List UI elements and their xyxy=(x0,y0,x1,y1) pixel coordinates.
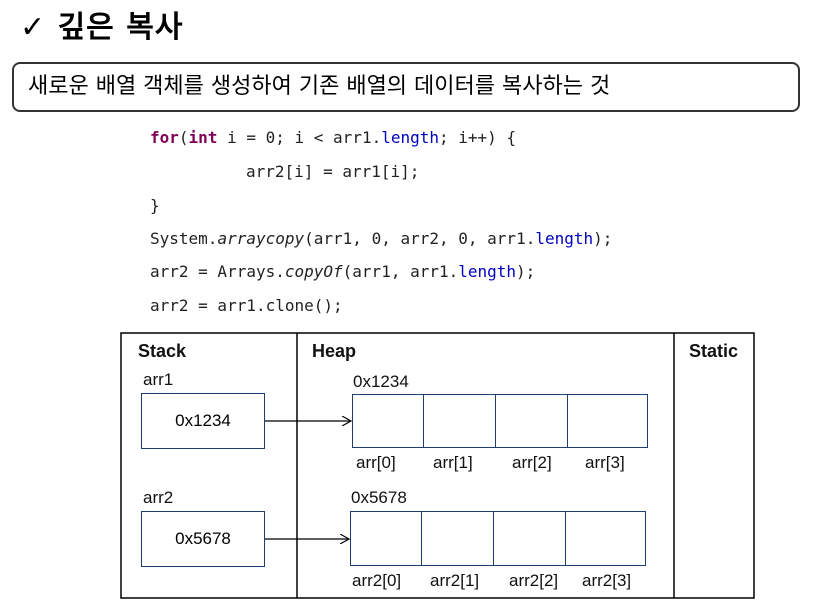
arr2-reference-box: 0x5678 xyxy=(141,511,265,567)
code-line-4: System.arraycopy(arr1, 0, arr2, 0, arr1.… xyxy=(150,229,612,248)
code-line-5: arr2 = Arrays.copyOf(arr1, arr1.length); xyxy=(150,262,535,281)
method-arraycopy: arraycopy xyxy=(217,229,305,248)
arr2-variable-name: arr2 xyxy=(143,488,174,507)
array-cell xyxy=(423,394,497,448)
code-text: ( xyxy=(178,128,189,147)
array-cell xyxy=(493,511,567,566)
array-cell xyxy=(421,511,495,566)
method-copyof: copyOf xyxy=(284,262,343,281)
arr1-reference-box: 0x1234 xyxy=(141,393,265,449)
array-cell xyxy=(565,511,646,566)
code-text: i = 0; i < arr1. xyxy=(217,128,382,147)
code-text: ; i++) { xyxy=(439,128,517,147)
code-line-1: for(int i = 0; i < arr1.length; i++) { xyxy=(150,128,516,147)
arr2-heap-address: 0x5678 xyxy=(351,488,407,507)
array-cell xyxy=(350,511,423,566)
arr1-heap-address: 0x1234 xyxy=(353,372,409,391)
page-title: ✓ 깊은 복사 xyxy=(20,10,184,45)
code-text: System. xyxy=(150,229,218,248)
code-text: (arr1, arr1. xyxy=(342,262,459,281)
array-cell xyxy=(567,394,648,448)
arr1-variable-name: arr1 xyxy=(143,370,174,389)
array-index-label: arr[3] xyxy=(585,453,625,472)
code-text: (arr1, 0, arr2, 0, arr1. xyxy=(304,229,536,248)
code-text: arr2 = Arrays. xyxy=(150,262,285,281)
definition-box: 새로운 배열 객체를 생성하여 기존 배열의 데이터를 복사하는 것 xyxy=(12,62,800,112)
array-index-label: arr[0] xyxy=(356,453,396,472)
static-label: Static xyxy=(689,341,739,361)
array-cell xyxy=(352,394,425,448)
field-length: length xyxy=(458,262,517,281)
field-length: length xyxy=(381,128,440,147)
code-text: ); xyxy=(593,229,613,248)
code-line-3: } xyxy=(150,196,160,215)
code-line-2: arr2[i] = arr1[i]; xyxy=(246,162,420,181)
array-index-label: arr[1] xyxy=(433,453,473,472)
array-cell xyxy=(495,394,569,448)
array-index-label: arr2[0] xyxy=(352,571,402,590)
array-index-label: arr2[3] xyxy=(582,571,632,590)
memory-outer-border xyxy=(120,332,755,599)
array-index-label: arr2[1] xyxy=(430,571,480,590)
array-index-label: arr[2] xyxy=(512,453,552,472)
code-text: ); xyxy=(516,262,536,281)
code-line-6: arr2 = arr1.clone(); xyxy=(150,296,343,315)
array-index-label: arr2[2] xyxy=(509,571,559,590)
field-length: length xyxy=(535,229,594,248)
stack-label: Stack xyxy=(138,341,187,361)
heap-label: Heap xyxy=(312,341,357,361)
keyword-int: int xyxy=(188,128,218,147)
keyword-for: for xyxy=(150,128,179,147)
